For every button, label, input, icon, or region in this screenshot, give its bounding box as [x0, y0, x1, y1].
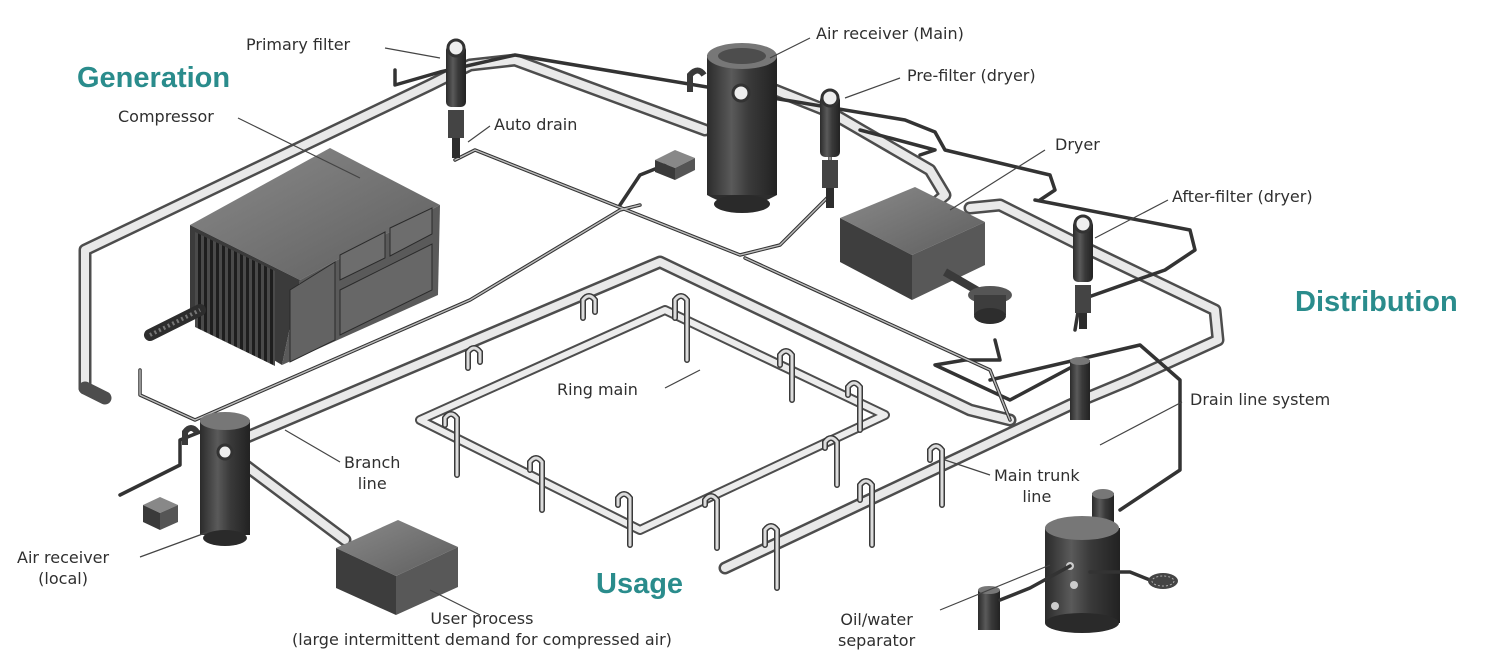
pre-filter — [820, 88, 840, 208]
label-drain-line-system: Drain line system — [1190, 390, 1331, 409]
air-receiver-local — [143, 412, 250, 546]
label-primary-filter: Primary filter — [246, 35, 351, 54]
leader-lines — [139, 37, 1183, 616]
ring-drops — [442, 293, 945, 591]
ring-main — [415, 293, 945, 591]
label-user-process: User process (large intermittent demand … — [292, 609, 672, 649]
label-dryer: Dryer — [1055, 135, 1100, 154]
label-oil-water-separator: Oil/water separator — [838, 610, 916, 650]
label-main-trunk-line: Main trunk line — [994, 466, 1080, 506]
primary-filter — [446, 38, 466, 158]
label-compressor: Compressor — [118, 107, 214, 126]
label-auto-drain: Auto drain — [494, 115, 578, 134]
label-air-receiver-local: Air receiver (local) — [17, 548, 110, 588]
trunk-riser — [1070, 357, 1090, 420]
user-process-box — [336, 520, 458, 615]
label-branch-line: Branch line — [344, 453, 401, 493]
compressor — [144, 148, 440, 367]
section-generation: Generation — [77, 62, 231, 94]
after-filter — [1073, 214, 1093, 329]
section-usage: Usage — [596, 568, 684, 600]
auto-drain-box — [655, 150, 695, 180]
dryer — [840, 187, 1012, 324]
oil-water-separator — [978, 489, 1178, 633]
section-distribution: Distribution — [1295, 286, 1458, 318]
air-receiver-main — [687, 43, 777, 213]
label-air-receiver-main: Air receiver (Main) — [816, 24, 964, 43]
label-ring-main: Ring main — [557, 380, 638, 399]
label-pre-filter: Pre-filter (dryer) — [907, 66, 1036, 85]
label-after-filter: After-filter (dryer) — [1172, 187, 1313, 206]
